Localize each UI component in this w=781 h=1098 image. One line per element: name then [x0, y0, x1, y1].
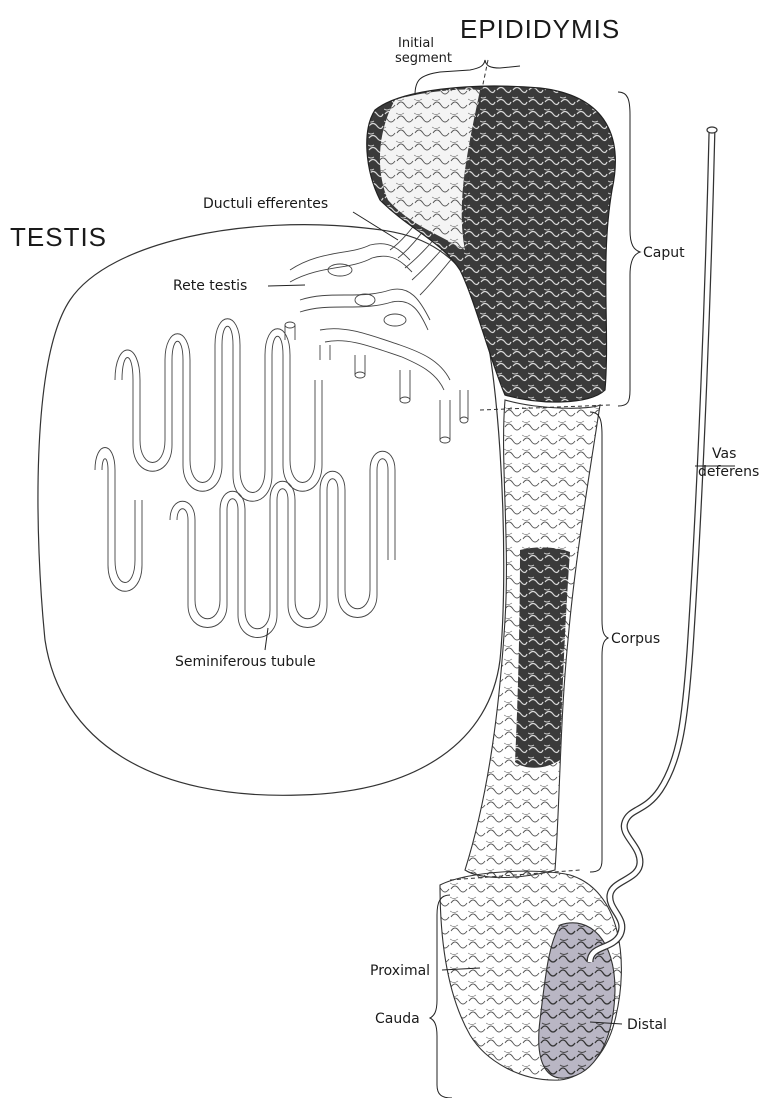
vas-deferens-label-line2: deferens	[698, 464, 759, 480]
seminiferous-tubule-upper-inner	[122, 326, 322, 501]
rete-testis-leader	[268, 285, 305, 286]
corpus-label: Corpus	[611, 631, 660, 647]
testis-heading: TESTIS	[10, 222, 107, 252]
corpus-bracket	[590, 412, 608, 872]
ductuli-efferentes-leader	[353, 212, 398, 240]
caput-bracket	[618, 92, 640, 406]
vas-deferens-opening	[707, 127, 717, 133]
vas-deferens-label-line1: Vas	[712, 446, 736, 462]
rete-testis-label: Rete testis	[173, 278, 247, 294]
distal-label: Distal	[627, 1017, 667, 1033]
seminiferous-tubule-lower-inner	[177, 459, 388, 638]
caput-label: Caput	[643, 245, 685, 261]
seminiferous-tubule-label: Seminiferous tubule	[175, 654, 316, 670]
epididymis-heading: EPIDIDYMIS	[460, 14, 620, 44]
initial-segment-label-line1: Initial	[398, 36, 434, 51]
seminiferous-tubule-lower	[170, 451, 395, 629]
rete-testis-network	[285, 244, 468, 443]
seminiferous-tubule-leader	[265, 628, 268, 650]
initial-segment-label-line2: segment	[395, 51, 452, 66]
seminiferous-tubule-upper	[115, 319, 315, 493]
proximal-label: Proximal	[370, 963, 430, 979]
ductuli-efferentes-label: Ductuli efferentes	[203, 196, 328, 212]
seminiferous-tubule-left	[95, 448, 142, 592]
cauda-label: Cauda	[375, 1011, 420, 1027]
